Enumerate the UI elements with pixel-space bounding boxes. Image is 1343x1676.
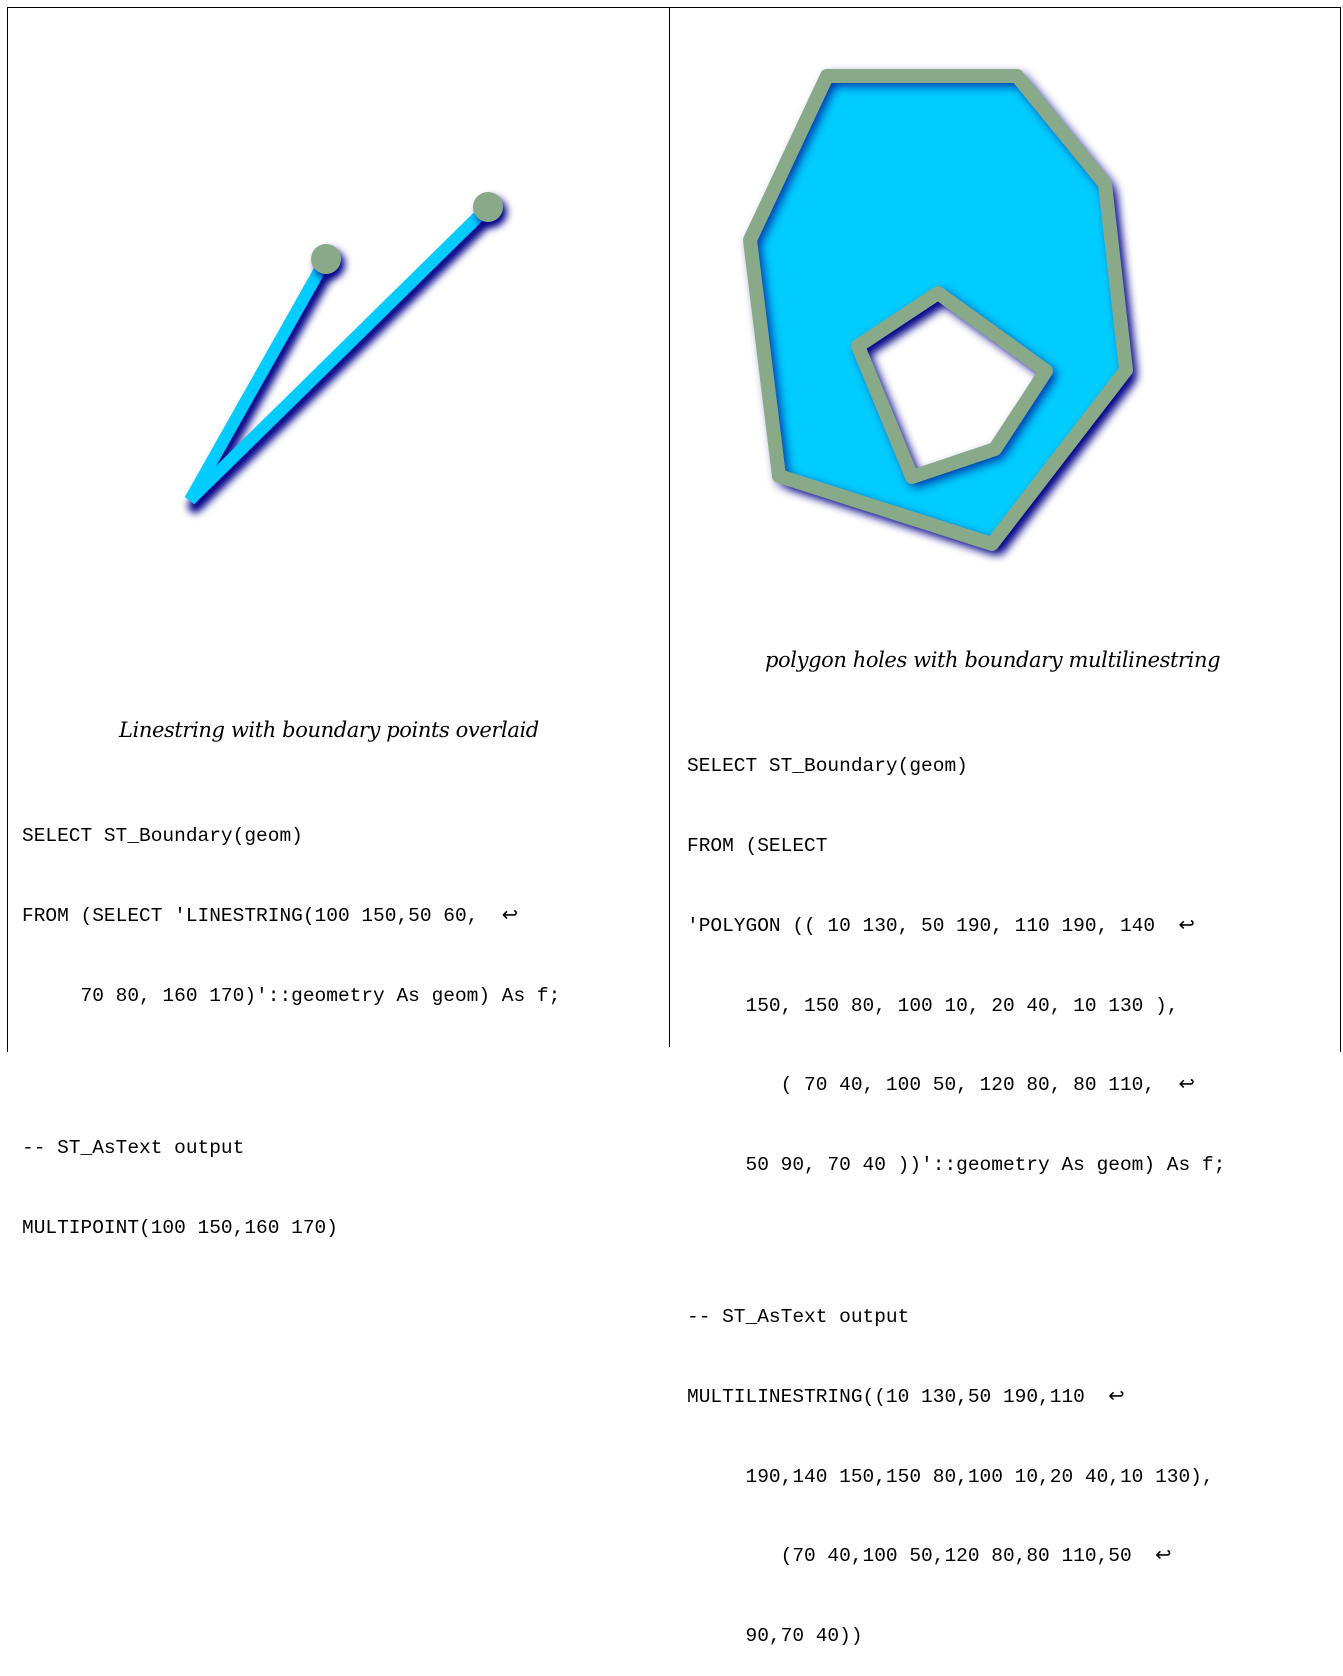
boundary-inner-ring (851, 286, 1053, 484)
blank-line (22, 1063, 560, 1082)
code-line: FROM (SELECT (687, 834, 828, 857)
output-comment: -- ST_AsText output (687, 1306, 910, 1329)
output-line: MULTIPOINT(100 150,160 170) (22, 1216, 338, 1239)
linestring-shadow (188, 206, 500, 513)
right-code-block: SELECT ST_Boundary(geom) FROM (SELECT 'P… (687, 700, 1225, 1676)
panel-divider (669, 7, 670, 1047)
code-line: SELECT ST_Boundary(geom) (687, 755, 968, 778)
polygon-fill (750, 76, 1126, 544)
boundary-point-end (473, 192, 503, 222)
code-line: FROM (SELECT 'LINESTRING(100 150,50 60, … (22, 904, 519, 927)
code-line: ( 70 40, 100 50, 120 80, 80 110, ↩ (687, 1074, 1195, 1097)
blank-line (687, 1232, 1225, 1251)
output-line: 190,140 150,150 80,100 10,20 40,10 130), (687, 1465, 1214, 1488)
output-line: MULTILINESTRING((10 130,50 190,110 ↩ (687, 1385, 1125, 1408)
code-line: 'POLYGON (( 10 130, 50 190, 110 190, 140… (687, 914, 1195, 937)
linestring-figure (184, 192, 507, 513)
figure-frame (7, 7, 1341, 1052)
output-comment: -- ST_AsText output (22, 1136, 245, 1159)
code-line: 150, 150 80, 100 10, 20 40, 10 130 ), (687, 994, 1179, 1017)
right-caption: polygon holes with boundary multilinestr… (765, 648, 1221, 672)
code-line: SELECT ST_Boundary(geom) (22, 825, 303, 848)
left-code-block: SELECT ST_Boundary(geom) FROM (SELECT 'L… (22, 770, 560, 1268)
boundary-point-start (311, 244, 341, 274)
left-caption: Linestring with boundary points overlaid (119, 718, 539, 742)
boundary-outer-ring (743, 69, 1133, 551)
code-line: 70 80, 160 170)'::geometry As geom) As f… (22, 984, 561, 1007)
output-line: 90,70 40)) (687, 1625, 863, 1648)
output-line: (70 40,100 50,120 80,80 110,50 ↩ (687, 1545, 1172, 1568)
linestring-line (184, 201, 494, 505)
polygon-figure (743, 69, 1136, 554)
code-line: 50 90, 70 40 ))'::geometry As geom) As f… (687, 1154, 1226, 1177)
